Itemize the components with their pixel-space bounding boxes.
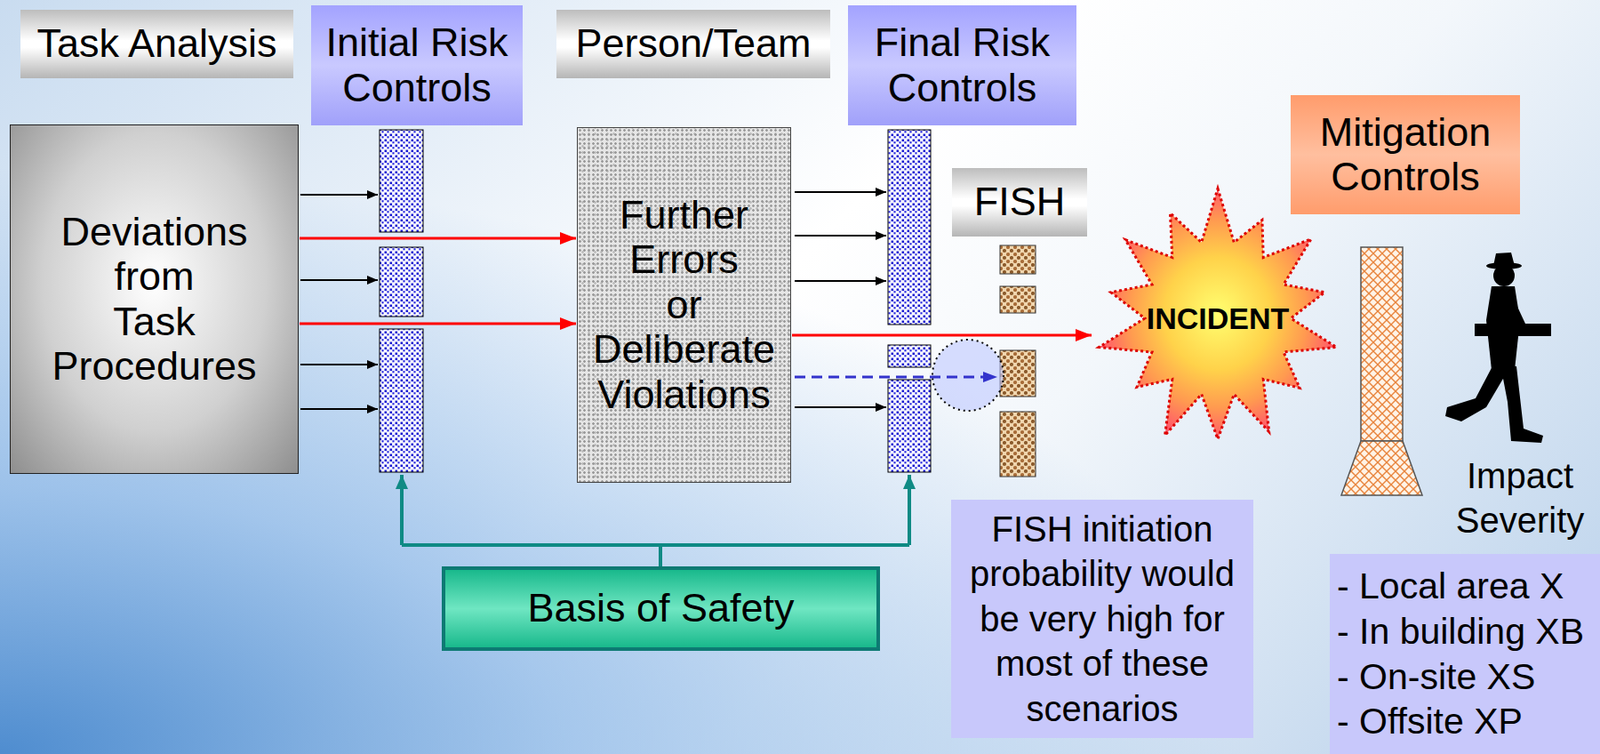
basis-connector	[658, 544, 663, 567]
deviation-arrow	[794, 406, 887, 408]
fish-block	[1000, 245, 1036, 274]
deviation-arrow	[300, 193, 378, 196]
deviation-arrow	[300, 279, 378, 281]
fish-block	[1000, 350, 1036, 397]
starburst-outline	[1098, 188, 1336, 440]
node-text: Task Analysis	[36, 21, 277, 66]
node-text: Basis of Safety	[527, 585, 794, 631]
node-text: - Local area X	[1336, 563, 1564, 609]
flow-arrow	[299, 237, 576, 240]
node-text: - In building XB	[1336, 608, 1584, 655]
axis-label: Impact Severity	[1440, 453, 1600, 543]
gap-highlight	[932, 339, 1004, 411]
node-text: Person/Team	[575, 21, 811, 66]
flow-arrow	[299, 322, 576, 326]
person-arm	[1504, 293, 1526, 328]
control-barrier	[379, 328, 424, 472]
control-barrier	[379, 129, 424, 232]
control-header: Final Risk Controls	[848, 5, 1077, 126]
basis-box: Basis of Safety	[441, 566, 880, 651]
process-box: Further Errors or Deliberate Violations	[576, 127, 792, 483]
node-text: INCIDENT	[1146, 301, 1290, 336]
control-header: Mitigation Controls	[1290, 95, 1520, 215]
fish-block	[1000, 411, 1036, 477]
note-box: FISH initiation probability would be ver…	[951, 499, 1254, 738]
node-text: Further Errors or Deliberate Violations	[584, 192, 784, 417]
control-barrier	[888, 344, 931, 368]
dashed-arrow	[794, 376, 998, 379]
control-header: Initial Risk Controls	[311, 5, 523, 126]
control-barrier	[888, 379, 931, 472]
process-box: Deviations from Task Procedures	[9, 124, 299, 474]
flow-arrow	[792, 334, 1092, 337]
basis-connector	[400, 474, 404, 545]
node-text: - Offsite XP	[1336, 698, 1523, 744]
node-text: Final Risk Controls	[855, 20, 1070, 111]
basis-connector	[401, 543, 910, 547]
basis-connector	[907, 474, 912, 545]
node-text: FISH	[974, 179, 1066, 224]
person-carried-box	[1474, 323, 1552, 336]
control-barrier	[379, 247, 424, 317]
mitigation-pillar	[1360, 247, 1403, 441]
person-leg	[1500, 364, 1544, 443]
node-text: - On-site XS	[1336, 654, 1536, 700]
deviation-arrow	[794, 280, 887, 282]
node-text: Mitigation Controls	[1297, 110, 1513, 200]
deviation-arrow	[300, 363, 378, 366]
deviation-arrow	[300, 408, 378, 410]
node-text: Deviations from Task Procedures	[17, 209, 291, 390]
person-leg	[1445, 364, 1510, 422]
stage-header: Person/Team	[556, 9, 831, 79]
deviation-arrow	[794, 234, 887, 237]
mitigation-pillar-base	[1341, 440, 1423, 496]
incident-starburst: INCIDENT	[1092, 184, 1344, 452]
person-head	[1493, 264, 1515, 287]
person-hat	[1493, 252, 1515, 266]
stage-header: Task Analysis	[20, 9, 294, 79]
stage-header: FISH	[952, 168, 1088, 237]
node-text: FISH initiation probability would be ver…	[956, 506, 1248, 731]
control-barrier	[888, 129, 931, 325]
severity-list-box: - Local area X- In building XB- On-site …	[1329, 553, 1600, 754]
deviation-arrow	[794, 191, 887, 193]
node-text: Initial Risk Controls	[318, 20, 516, 111]
fish-block	[1000, 286, 1036, 313]
